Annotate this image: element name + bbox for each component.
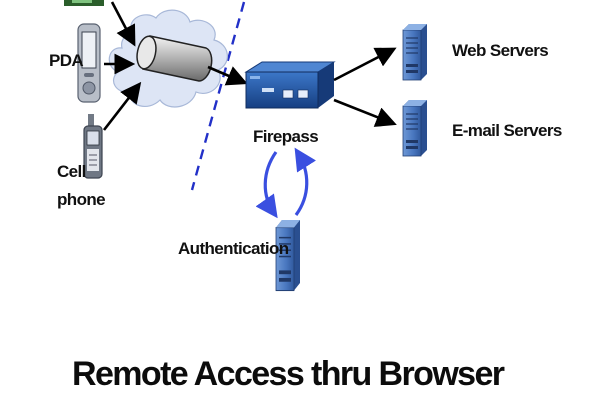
- email-servers-label: E-mail Servers: [452, 121, 562, 140]
- firepass-appliance-icon: [244, 61, 336, 109]
- arrow-cell-phone-to-cloud: [102, 81, 142, 131]
- arrow-firepass-to-authentication: [255, 151, 278, 219]
- arrow-tunnel-to-firepass: [207, 65, 248, 86]
- cell-phone-label-line-1: Cell: [57, 162, 86, 181]
- arrow-firepass-to-email-servers: [333, 98, 397, 127]
- arrow-authentication-to-firepass: [294, 147, 317, 216]
- firepass-label: Firepass: [253, 127, 319, 146]
- arrow-firepass-to-web-servers: [333, 47, 397, 82]
- web-server-icon: [402, 23, 428, 81]
- cell-phone-label-line-2: phone: [57, 190, 106, 209]
- cell-phone-label: Cell phone: [57, 158, 106, 214]
- cell-phone-icon: [83, 114, 103, 179]
- network-boundary-dashed-line: [190, 1, 246, 191]
- page-title: Remote Access thru Browser: [72, 355, 505, 393]
- top-cut-device-icon: [64, 0, 104, 6]
- web-servers-label: Web Servers: [452, 41, 549, 60]
- pda-icon: [77, 23, 101, 103]
- authentication-label: Authentication: [178, 239, 289, 258]
- pda-label: PDA: [49, 51, 84, 70]
- arrow-top-device-to-cloud: [110, 1, 136, 47]
- email-server-icon: [402, 99, 428, 157]
